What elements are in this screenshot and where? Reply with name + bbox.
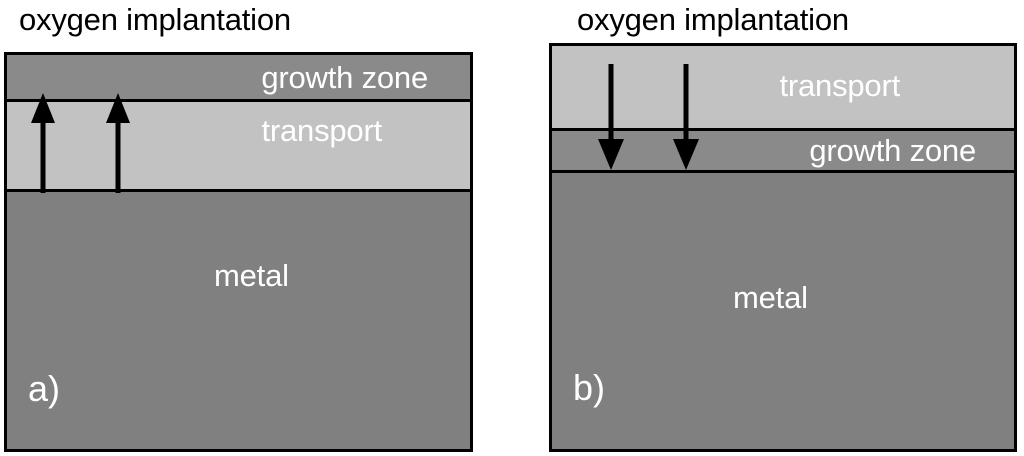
panel-b-arrow-1-down-arrow-icon xyxy=(598,64,624,170)
panel-a-metal-layer: metal a) xyxy=(7,192,470,449)
panel-b-metal-layer: metal b) xyxy=(552,173,1014,449)
panel-a-letter: a) xyxy=(28,368,61,409)
panel-b-metal-label: metal xyxy=(733,280,808,315)
panel-a-arrow-2-up-arrow-icon xyxy=(106,93,130,193)
panel-b-title: oxygen implantation xyxy=(577,2,849,37)
panel-b-growth-zone-label: growth zone xyxy=(809,133,976,168)
panel-a-title: oxygen implantation xyxy=(19,2,291,37)
panel-a-transport-label: transport xyxy=(261,113,382,148)
panel-a-layer-stack: growth zone transport metal a) xyxy=(4,52,473,452)
panel-a-upward-arrows xyxy=(31,93,130,193)
panel-a-transport-layer: transport xyxy=(7,102,470,192)
panel-b-downward-arrows xyxy=(598,64,699,170)
panel-a-arrow-1-up-arrow-icon xyxy=(31,93,55,193)
panel-b-letter: b) xyxy=(573,367,606,408)
panel-b-growth-zone-layer: growth zone xyxy=(552,131,1014,173)
panel-b-arrow-2-down-arrow-icon xyxy=(673,64,699,170)
panel-a-growth-zone-layer: growth zone xyxy=(7,55,470,102)
panel-b-layer-stack: transport growth zone metal b) xyxy=(549,43,1017,452)
panel-a-growth-zone-label: growth zone xyxy=(261,60,428,95)
panel-b-transport-layer: transport xyxy=(552,46,1014,131)
panel-a-metal-label: metal xyxy=(214,258,289,293)
panel-b-transport-label: transport xyxy=(779,68,900,103)
